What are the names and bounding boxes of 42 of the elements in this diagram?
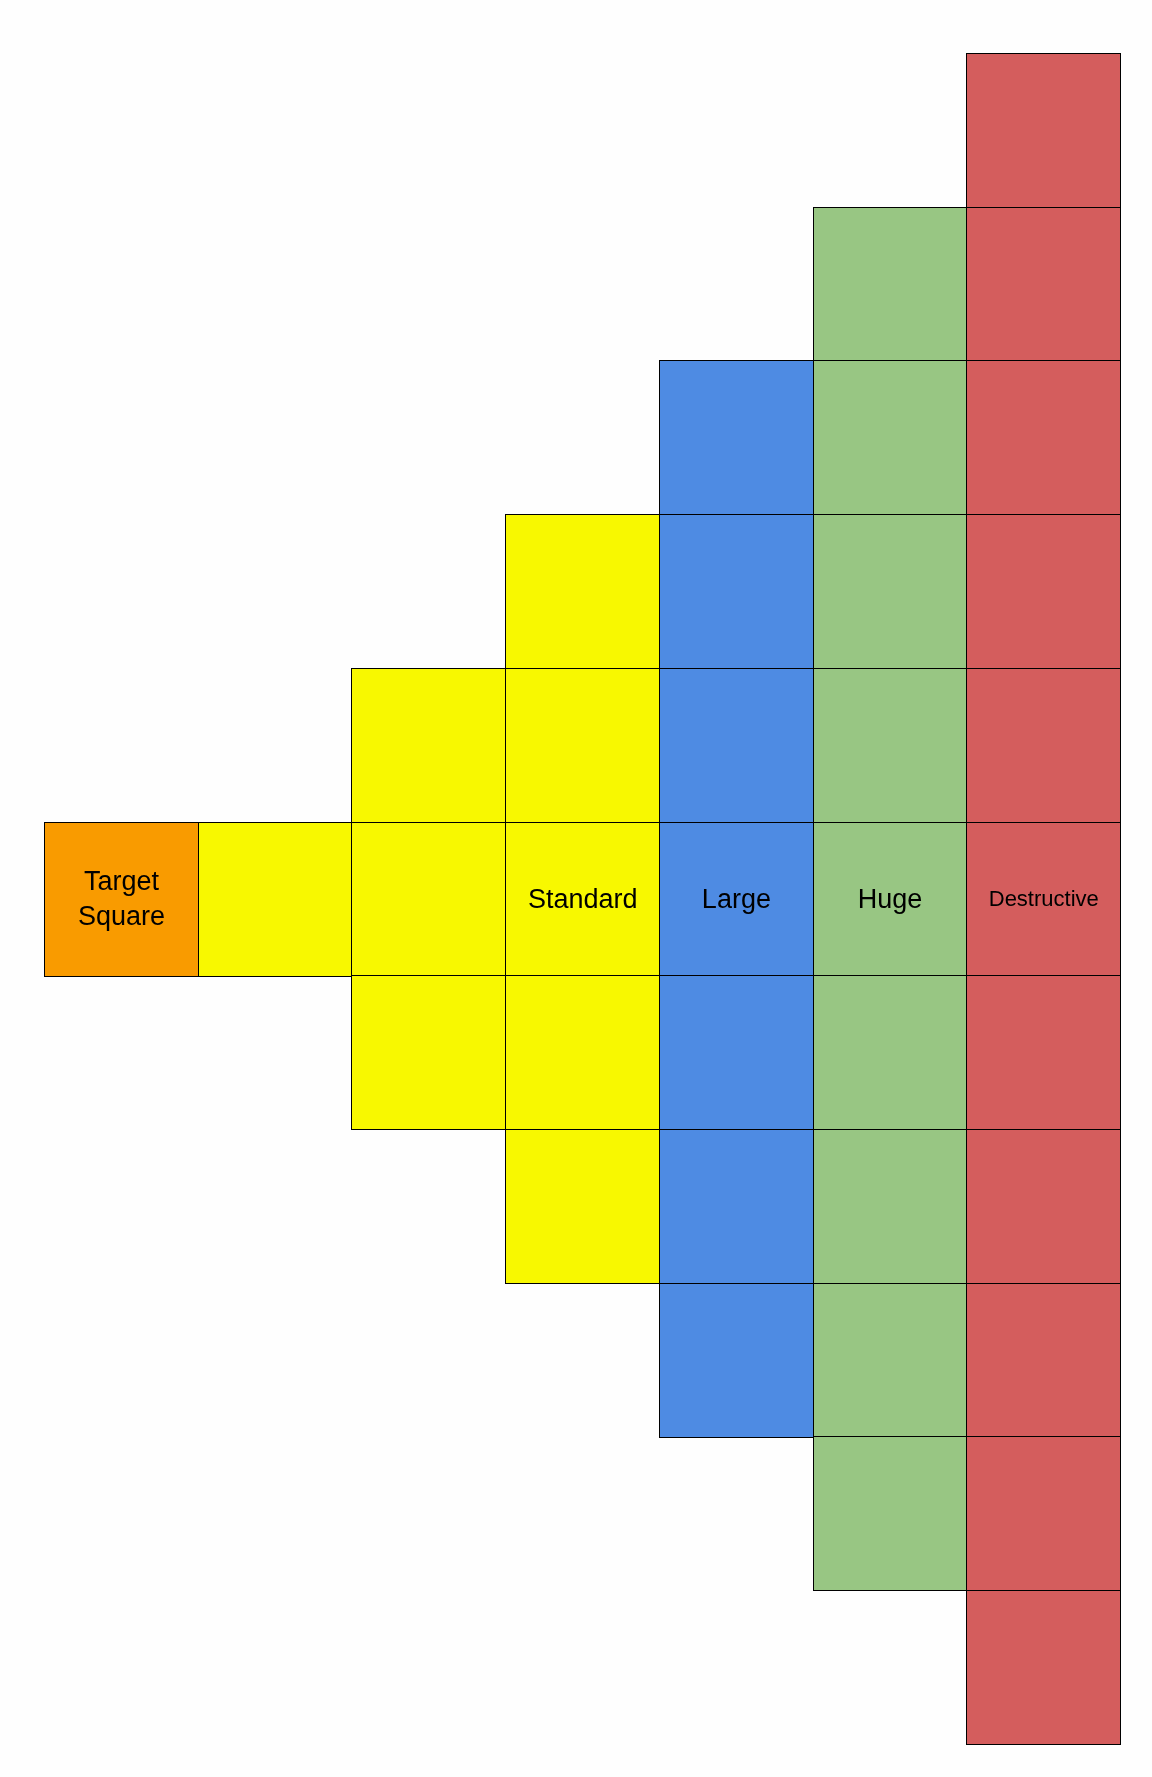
grid-square	[351, 975, 507, 1131]
grid-square	[966, 821, 1122, 977]
grid-square	[505, 975, 661, 1131]
grid-square	[812, 1436, 968, 1592]
grid-square	[505, 667, 661, 823]
grid-square	[658, 1282, 814, 1438]
grid-square	[812, 514, 968, 670]
grid-square	[966, 1128, 1122, 1285]
grid-square	[812, 1282, 968, 1438]
grid-square	[505, 1128, 661, 1285]
square-label: Standard	[527, 882, 638, 916]
grid-square	[197, 821, 353, 977]
grid-square	[812, 667, 968, 823]
grid-square	[812, 360, 968, 516]
grid-square	[812, 821, 968, 977]
grid-square	[505, 514, 661, 670]
grid-square	[966, 1436, 1122, 1592]
grid-square	[658, 514, 814, 670]
grid-square	[505, 821, 661, 977]
square-label: Target Square	[77, 865, 167, 934]
grid-square	[966, 206, 1122, 362]
grid-square	[658, 360, 814, 516]
grid-square	[812, 975, 968, 1131]
grid-square	[351, 821, 507, 977]
grid-square	[658, 1128, 814, 1285]
square-label: Destructive	[988, 884, 1099, 913]
grid-square	[966, 360, 1122, 516]
grid-square	[658, 821, 814, 977]
grid-square	[966, 514, 1122, 670]
square-label: Huge	[857, 882, 923, 916]
grid-square	[966, 667, 1122, 823]
grid-square	[351, 667, 507, 823]
grid-square	[966, 975, 1122, 1131]
grid-square	[44, 821, 200, 977]
grid-square	[658, 667, 814, 823]
grid-square	[966, 53, 1122, 209]
grid-square	[658, 975, 814, 1131]
square-label: Large	[701, 882, 771, 916]
grid-square	[966, 1282, 1122, 1438]
grid-square	[966, 1590, 1122, 1746]
grid-square	[812, 1128, 968, 1285]
grid-square	[812, 206, 968, 362]
